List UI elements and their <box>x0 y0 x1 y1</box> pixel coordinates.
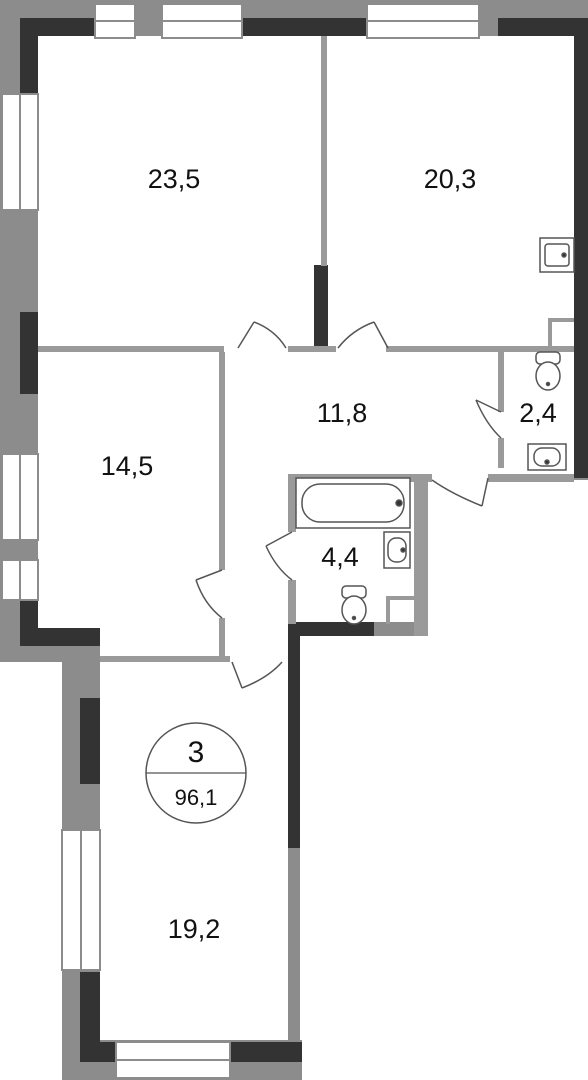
partition-wc-bottom <box>488 474 574 482</box>
partition-wc-left-lower <box>498 438 504 468</box>
window-left-3 <box>1 559 39 601</box>
dark-wall-top-mid <box>242 18 367 36</box>
partitions <box>38 36 574 662</box>
window-top-3 <box>366 3 480 39</box>
partition-hall-top-right <box>386 346 574 352</box>
partition-room3-right-lower <box>219 618 225 658</box>
partition-bath-left-lower <box>288 580 296 624</box>
room-area-14-5: 14,5 <box>101 451 154 481</box>
dark-wall-left-corner-h <box>20 628 100 646</box>
shaft-small <box>548 318 574 322</box>
shaft-small-side <box>548 318 552 348</box>
toilet-icon-wc <box>535 351 561 391</box>
badge-room-count: 3 <box>188 736 205 769</box>
bathtub-icon <box>295 477 411 529</box>
partition-room3-right-upper <box>219 352 225 570</box>
partition-bath-right <box>414 474 428 636</box>
room-area-4-4: 4,4 <box>321 542 359 572</box>
dark-wall-lower-left-bottom <box>80 972 100 1062</box>
room-area-2-4: 2,4 <box>519 398 557 428</box>
partition-bath-left-upper <box>288 474 296 532</box>
window-left-2 <box>1 453 39 541</box>
window-top-2 <box>161 3 243 39</box>
dark-wall-left-top <box>20 18 38 94</box>
fixtures <box>295 237 575 625</box>
room-area-19-2: 19,2 <box>168 914 221 944</box>
apartment-badge: 3 96,1 <box>145 722 247 824</box>
room-labels: 23,5 20,3 14,5 11,8 2,4 4,4 19,2 <box>101 164 557 944</box>
room-area-20-3: 20,3 <box>424 164 477 194</box>
bath-shaft-side <box>386 596 390 624</box>
windows <box>1 3 480 1079</box>
partition-wc-left <box>498 352 504 412</box>
dark-wall-right <box>574 36 588 478</box>
window-bottom <box>115 1041 231 1079</box>
dark-wall-lower-left-top <box>80 698 100 784</box>
door-entrance[interactable] <box>431 477 489 507</box>
dark-wall-top-right <box>498 18 588 36</box>
dark-wall-segments <box>20 18 588 1062</box>
door-wc[interactable] <box>475 399 502 439</box>
sink-icon-bathroom <box>383 531 411 569</box>
window-left-1 <box>1 93 39 211</box>
dark-wall-top-left <box>20 18 95 36</box>
partition-room3-bottom <box>100 656 230 662</box>
door-room4[interactable] <box>231 661 283 689</box>
doors <box>195 321 502 689</box>
dark-wall-left-mid <box>20 312 38 394</box>
partition-room1-bottom <box>38 346 224 352</box>
room-area-23-5: 23,5 <box>148 164 201 194</box>
sink-icon-room2 <box>539 237 575 273</box>
dark-wall-bottom-left <box>80 1042 116 1062</box>
bath-shaft <box>386 596 414 600</box>
room-area-11-8: 11,8 <box>317 398 368 428</box>
window-lower-left <box>61 829 101 971</box>
dark-pillar <box>314 265 328 350</box>
door-room2[interactable] <box>337 321 389 349</box>
dark-wall-lower-right <box>288 622 300 848</box>
dark-wall-bottom-right <box>230 1042 302 1062</box>
window-top-1 <box>94 3 136 39</box>
badge-total-area: 96,1 <box>175 785 218 810</box>
door-room3[interactable] <box>195 569 223 619</box>
dark-wall-bath-bottom <box>288 622 374 636</box>
partition-room1-room2 <box>321 36 327 266</box>
sink-icon-wc <box>527 443 567 471</box>
toilet-icon-bathroom <box>341 585 367 625</box>
partition-hall-top-mid <box>288 346 336 352</box>
door-bathroom[interactable] <box>265 531 293 581</box>
door-room1[interactable] <box>237 321 287 349</box>
